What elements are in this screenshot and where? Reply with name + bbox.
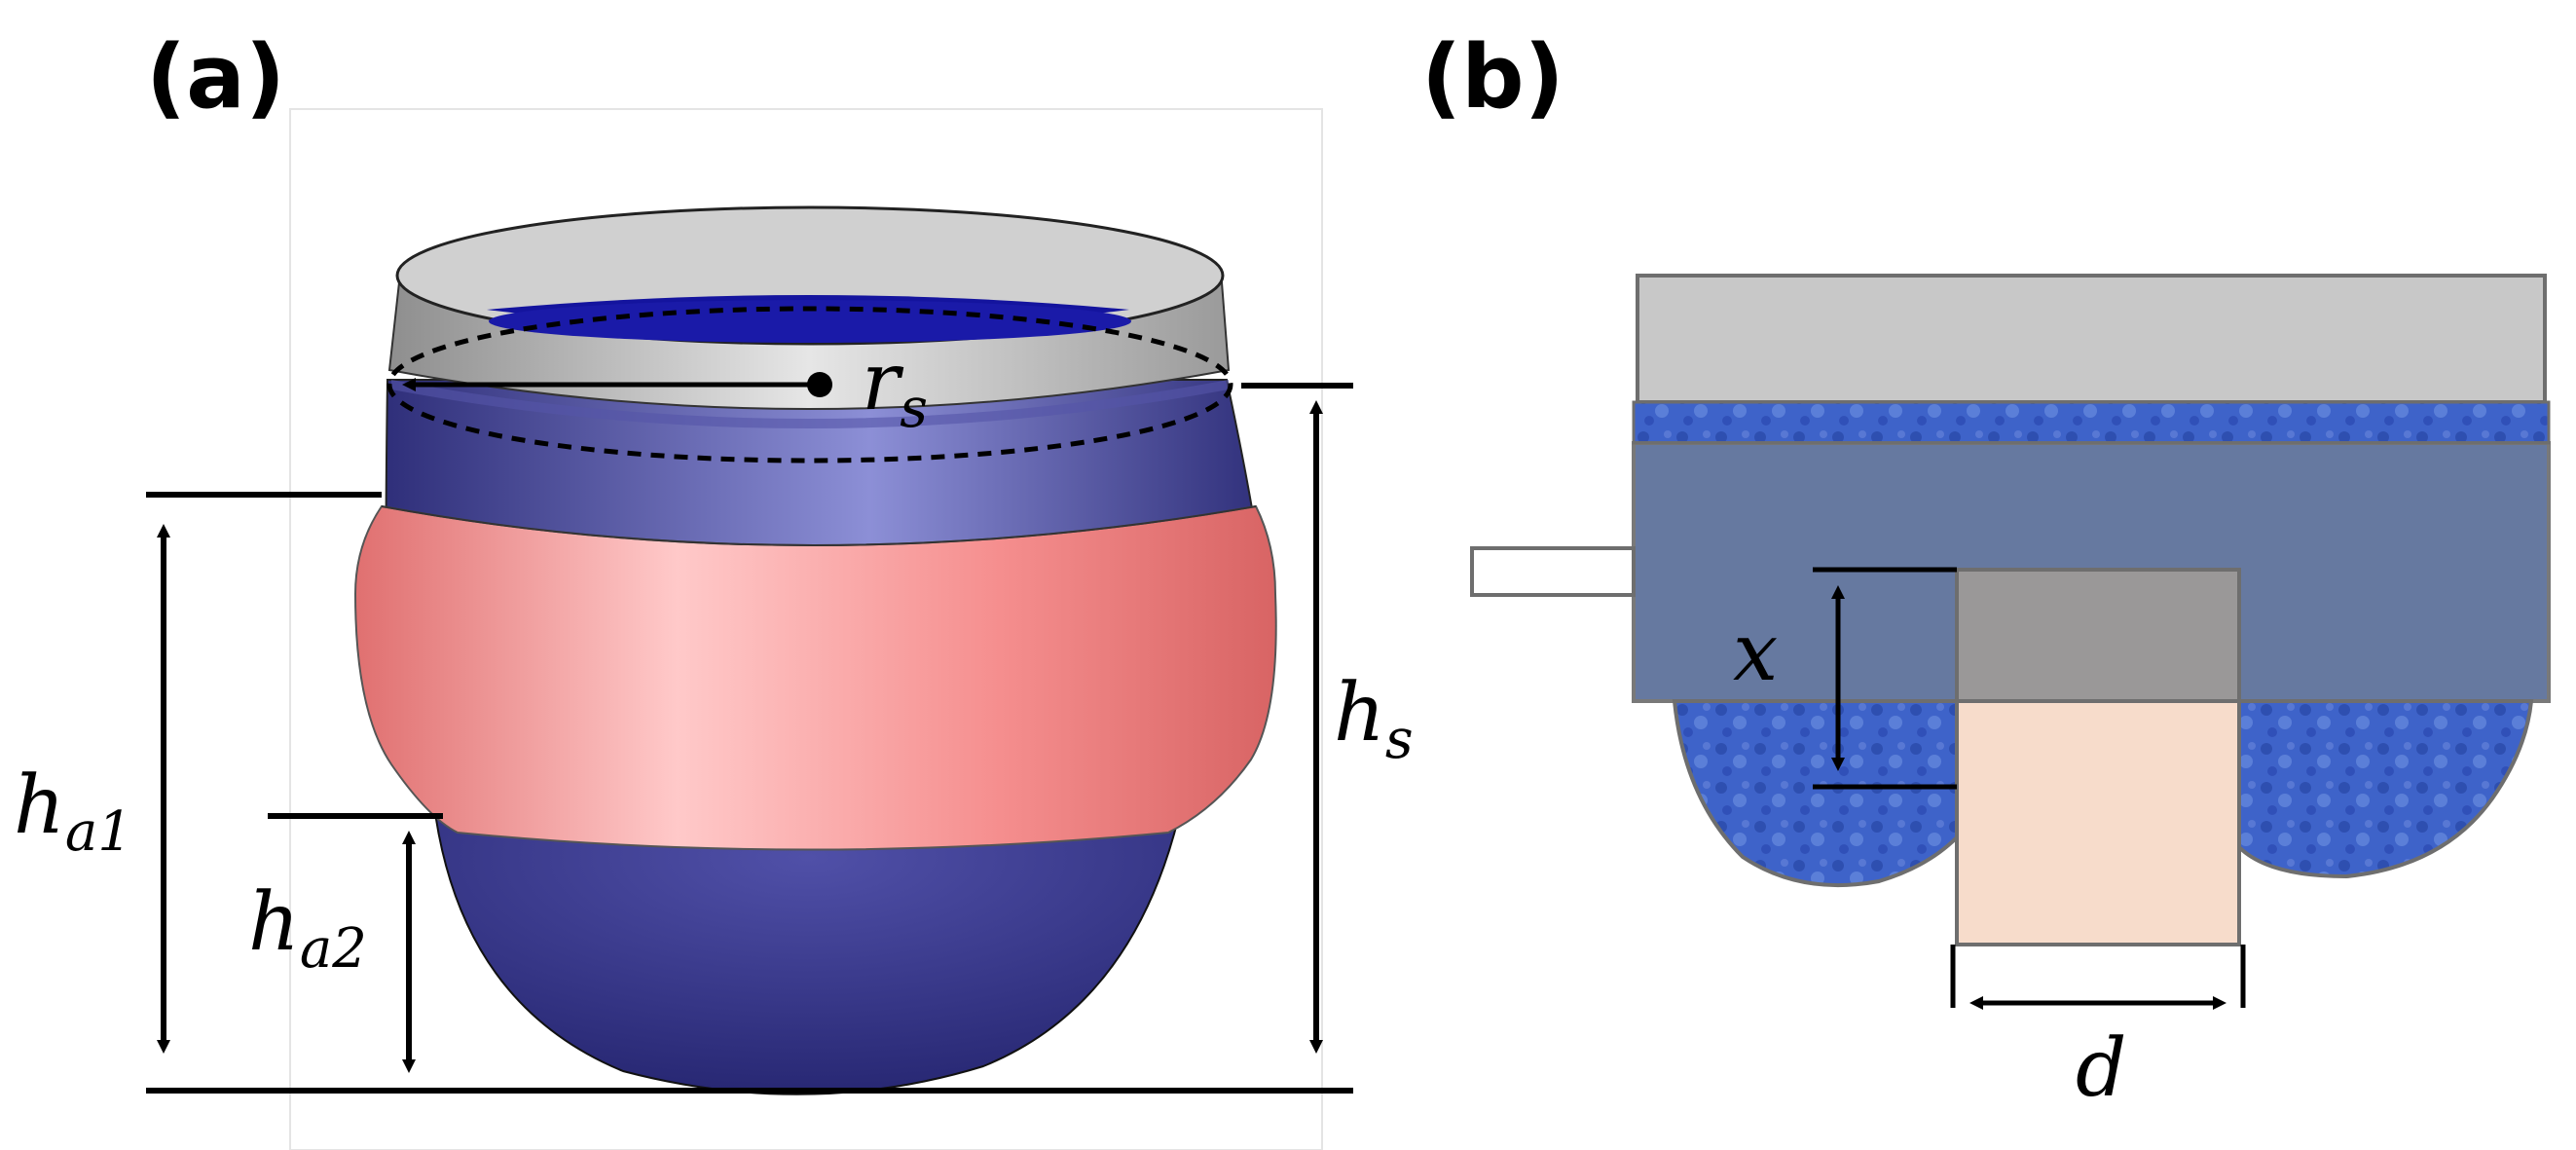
panel-b-label: (b) xyxy=(1421,26,1564,129)
top-plate xyxy=(1636,274,2547,404)
band-top-edge xyxy=(381,505,1257,546)
hs-symbol: hs xyxy=(1334,667,1414,771)
right-blue-lobe xyxy=(2237,699,2534,879)
interior-cap-fill xyxy=(489,300,1131,343)
rim-blue-overlay xyxy=(391,380,1229,428)
ha1-symbol: ha1 xyxy=(14,760,132,864)
blue-strip xyxy=(1632,400,2551,445)
shell-bowl xyxy=(431,798,1185,1095)
reference-ellipse xyxy=(386,306,1233,464)
indenter-lower xyxy=(1955,699,2241,946)
ha2-symbol: ha2 xyxy=(248,876,367,981)
left-blue-lobe xyxy=(1672,699,1959,888)
d-symbol: d xyxy=(2076,1022,2127,1115)
indenter-upper xyxy=(1955,568,2241,703)
side-tab xyxy=(1470,546,1636,597)
panel-a-label: (a) xyxy=(146,26,285,129)
x-symbol: x xyxy=(1733,607,1778,699)
actuator-band xyxy=(353,504,1277,851)
panel-a: (a) rs xyxy=(14,26,1414,1150)
rs-center-dot xyxy=(807,372,832,397)
panel-b: (b) x d xyxy=(1421,26,2551,1115)
rs-symbol: rs xyxy=(862,336,928,440)
